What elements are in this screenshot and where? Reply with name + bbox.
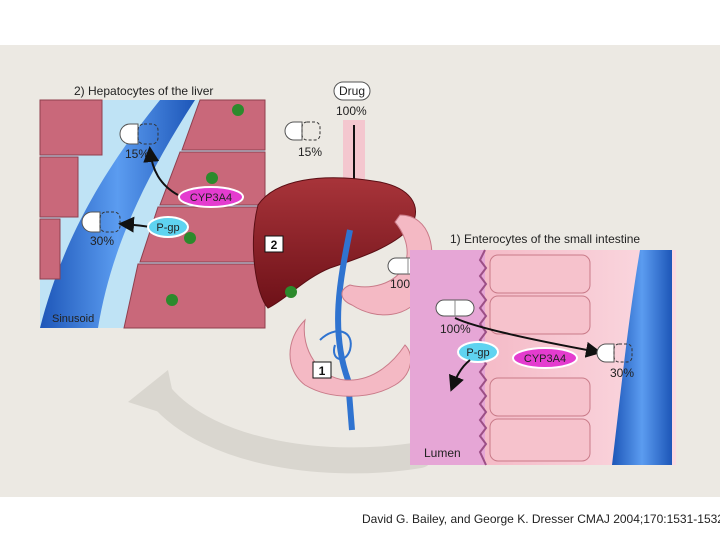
pgp-intestine-oval bbox=[457, 341, 499, 363]
pgp-liver-oval bbox=[147, 216, 189, 238]
intestine-blood-vessel bbox=[612, 250, 672, 465]
lumen-label: Lumen bbox=[424, 446, 461, 460]
enterocytes-title: 1) Enterocytes of the small intestine bbox=[450, 232, 640, 246]
intestine-arrow-back-lumen bbox=[449, 359, 471, 392]
intestine-pct: 100% bbox=[440, 322, 471, 336]
recirculation-arrowhead bbox=[128, 370, 178, 418]
pgp-liver-label: P-gp bbox=[156, 222, 179, 234]
intestine-inset: 100% P-gp CYP3A4 30% Lumen bbox=[410, 249, 676, 466]
recirculation-arrow bbox=[147, 382, 433, 474]
drug-pct: 100% bbox=[336, 104, 367, 118]
cyp3a4-liver-oval bbox=[178, 186, 244, 208]
bile-canaliculi bbox=[166, 104, 244, 306]
drug-pill bbox=[333, 81, 371, 101]
step1-box bbox=[312, 361, 332, 379]
cyp3a4-intestine-oval bbox=[512, 347, 578, 369]
portal-pill bbox=[284, 121, 303, 141]
liver-inset: 15% 30% CYP3A4 P-gp Sinusoid bbox=[39, 99, 266, 329]
intestine-arrow-to-blood bbox=[454, 317, 602, 358]
liver-arrow-to-cyp bbox=[143, 146, 179, 196]
liver-pill-pct: 15% bbox=[125, 147, 149, 161]
drug-label: Drug bbox=[339, 84, 365, 98]
blood-pct: 30% bbox=[610, 366, 634, 380]
portal-vein bbox=[335, 229, 355, 431]
diagram-svg: 2) Hepatocytes of the liver 15% bbox=[39, 81, 676, 474]
hepatocyte-row-left bbox=[39, 99, 103, 280]
gallbladder bbox=[285, 286, 297, 298]
small-intestine bbox=[289, 318, 412, 397]
portal-pct: 15% bbox=[298, 145, 322, 159]
step1-label: 1 bbox=[319, 364, 326, 378]
hepatocytes-title: 2) Hepatocytes of the liver bbox=[74, 84, 213, 98]
step2-box bbox=[264, 235, 284, 253]
blood-pill bbox=[596, 343, 615, 363]
cyp3a4-liver-label: CYP3A4 bbox=[190, 192, 232, 204]
intestine-vessels bbox=[319, 330, 352, 360]
citation-caption: David G. Bailey, and George K. Dresser C… bbox=[362, 512, 720, 526]
liver-organ bbox=[253, 177, 416, 309]
liver-pill-15 bbox=[119, 123, 159, 145]
pgp-intestine-label: P-gp bbox=[466, 347, 489, 359]
enterocyte-cells bbox=[489, 254, 591, 462]
diagram-figure: 2) Hepatocytes of the liver 15% bbox=[0, 45, 720, 497]
liver-pgp-pct: 30% bbox=[90, 234, 114, 248]
cyp3a4-intestine-label: CYP3A4 bbox=[524, 353, 566, 365]
sinusoid-label: Sinusoid bbox=[52, 313, 94, 325]
step2-label: 2 bbox=[271, 238, 278, 252]
